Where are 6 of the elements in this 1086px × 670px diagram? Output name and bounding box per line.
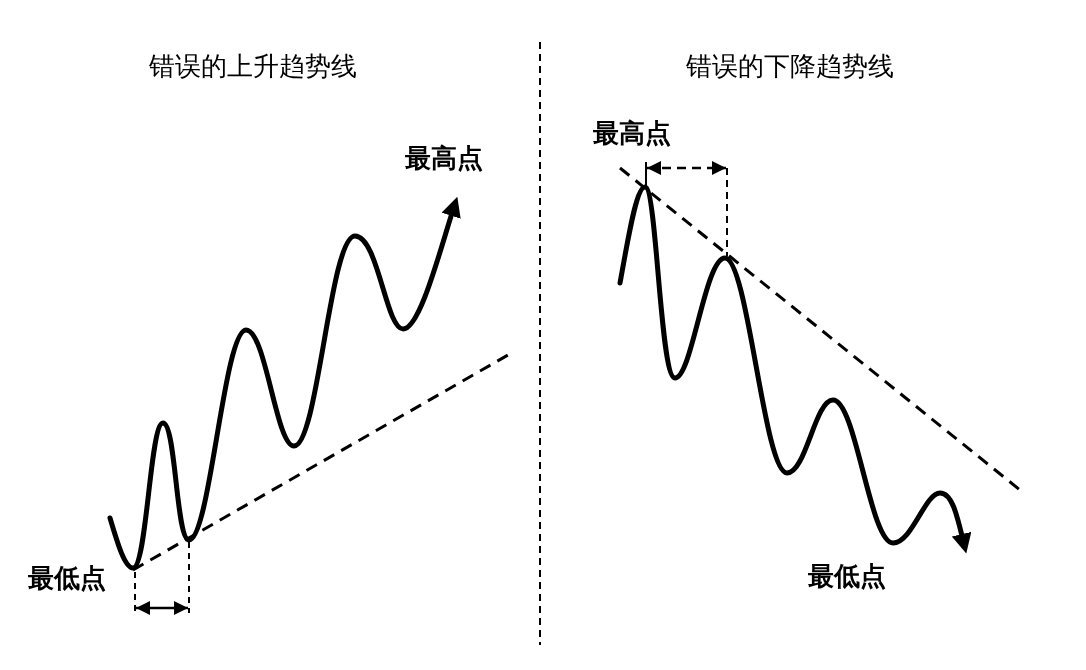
point-label: 最高点 <box>593 119 671 148</box>
panel-title: 错误的上升趋势线 <box>149 52 357 81</box>
panel-title: 错误的下降趋势线 <box>686 52 894 81</box>
point-label: 最低点 <box>808 562 886 591</box>
point-label: 最高点 <box>405 144 483 173</box>
point-label: 最低点 <box>28 564 106 593</box>
